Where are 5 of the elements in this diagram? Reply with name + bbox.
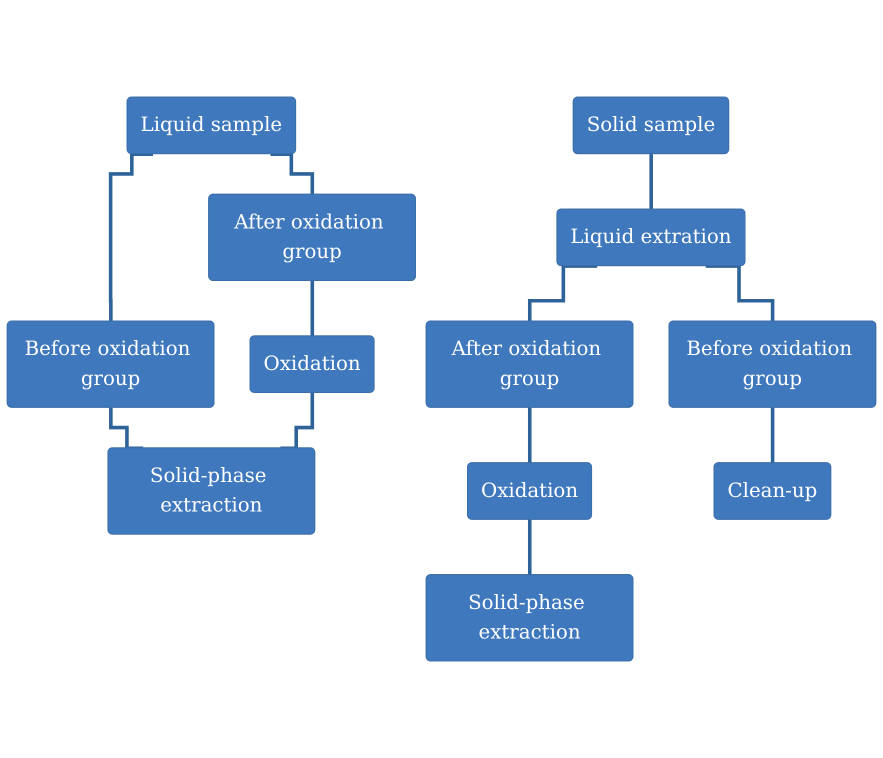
connector [528, 406, 532, 465]
connector [270, 152, 314, 196]
connector [770, 406, 775, 465]
connector [649, 152, 654, 212]
connector [528, 518, 532, 577]
